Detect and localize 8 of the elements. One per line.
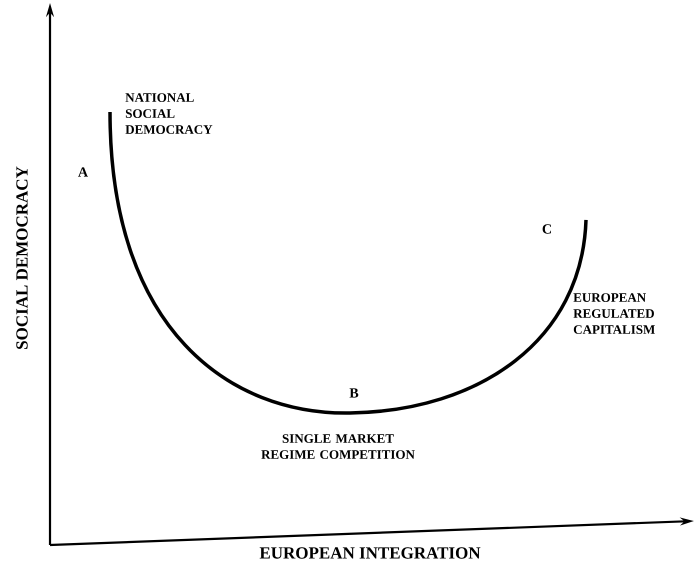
point-label: A: [78, 167, 88, 177]
region-label: EUROPEAN REGULATED CAPITALISM: [573, 293, 655, 334]
point-label: C: [542, 224, 551, 234]
axis-label: SOCIAL DEMOCRACY: [16, 166, 28, 349]
region-label: NATIONAL SOCIAL DEMOCRACY: [125, 93, 212, 134]
region-label: SINGLE MARKET REGIME COMPETITION: [261, 434, 415, 459]
axis-label: EUROPEAN INTEGRATION: [260, 547, 480, 559]
point-label: B: [350, 388, 358, 398]
